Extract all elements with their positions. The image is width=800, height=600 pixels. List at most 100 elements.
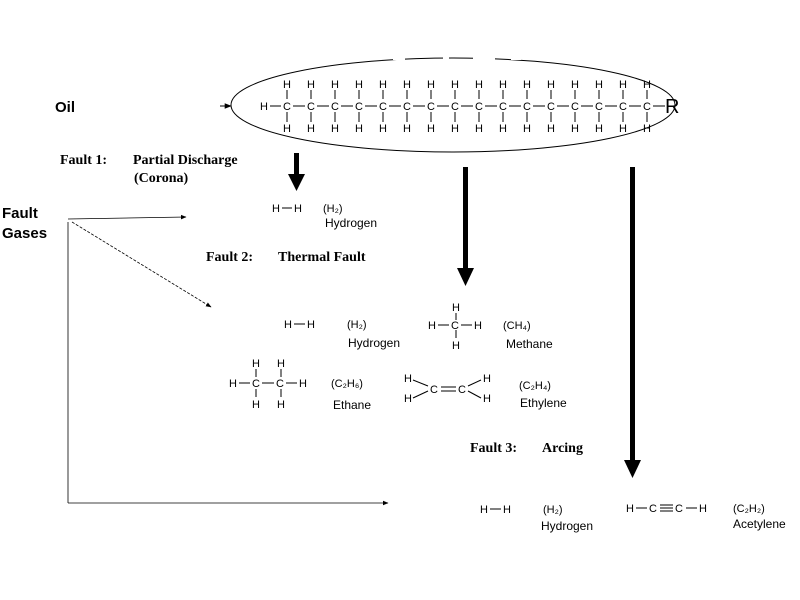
- connector-to-fault1: [67, 214, 187, 220]
- svg-text:H: H: [404, 393, 412, 405]
- fault2-ethane-formula: (C₂H₆): [331, 378, 363, 390]
- svg-text:H: H: [284, 319, 292, 331]
- chain-hydrogen-atom: H: [643, 123, 651, 135]
- fault2-methane-formula: (CH₄): [503, 320, 531, 332]
- chain-hydrogen-atom: H: [283, 79, 291, 91]
- fault-gases-connectors: [67, 214, 389, 506]
- chain-hydrogen-atom: H: [379, 79, 387, 91]
- svg-text:H: H: [307, 319, 315, 331]
- svg-text:C: C: [675, 503, 683, 515]
- fault3-name: Arcing: [542, 441, 583, 456]
- svg-text:H: H: [277, 358, 285, 370]
- svg-text:H: H: [626, 503, 634, 515]
- fault2-name: Thermal Fault: [278, 250, 366, 265]
- chain-hydrogen-atom: H: [355, 79, 363, 91]
- chain-hydrogen-atom: H: [379, 123, 387, 135]
- ellipse-gap: [511, 54, 521, 60]
- fault2-hydrogen-formula: (H₂): [347, 319, 367, 331]
- chain-carbon-atom: C: [379, 101, 387, 113]
- chain-hydrogen-atom: H: [547, 79, 555, 91]
- fault1-hydrogen-name: Hydrogen: [325, 216, 377, 230]
- fault2-methane-structure: H H C H H: [428, 302, 482, 352]
- svg-text:H: H: [480, 504, 488, 516]
- chain-hydrogen-atom: H: [307, 123, 315, 135]
- fault-gases-label-line2: Gases: [2, 225, 47, 242]
- chain-hydrogen-atom: H: [571, 79, 579, 91]
- chain-hydrogen-atom: H: [283, 123, 291, 135]
- fault3-acetylene-structure: H C C H: [626, 503, 707, 515]
- chain-hydrogen-atom: H: [475, 79, 483, 91]
- chain-carbon-atom: C: [403, 101, 411, 113]
- fault3-down-arrow: [624, 167, 641, 478]
- chain-hydrogen-atom: H: [331, 123, 339, 135]
- chain-hydrogen-atom: H: [643, 79, 651, 91]
- chain-carbon-atom: C: [499, 101, 507, 113]
- fault1-name-line1: Partial Discharge: [133, 153, 238, 168]
- fault2-hydrogen-name: Hydrogen: [348, 336, 400, 350]
- chain-carbon-atom: C: [523, 101, 531, 113]
- chain-hydrogen-atom: H: [619, 123, 627, 135]
- chain-hydrogen-atom: H: [619, 79, 627, 91]
- svg-text:H: H: [252, 399, 260, 411]
- fault3-hydrogen-name: Hydrogen: [541, 519, 593, 533]
- chain-hydrogen-atom: H: [595, 79, 603, 91]
- chain-hydrogen-atom: H: [547, 123, 555, 135]
- chain-carbon-atom: C: [427, 101, 435, 113]
- svg-text:C: C: [252, 378, 260, 390]
- fault2-hydrogen-structure: H H: [284, 319, 315, 331]
- chain-carbon-atom: C: [475, 101, 483, 113]
- svg-text:H: H: [428, 320, 436, 332]
- svg-text:H: H: [294, 203, 302, 215]
- fault2-ethylene-structure: H H C C H H: [404, 373, 491, 405]
- svg-text:C: C: [649, 503, 657, 515]
- chain-hydrogen-atom: H: [427, 123, 435, 135]
- chain-hydrogen-atom: H: [403, 123, 411, 135]
- chain-carbon-atom: C: [331, 101, 339, 113]
- chain-hydrogen-atom: H: [499, 79, 507, 91]
- fault2-methane-name: Methane: [506, 337, 553, 351]
- svg-text:H: H: [277, 399, 285, 411]
- fault3-title: Fault 3:: [470, 441, 517, 456]
- connector-to-fault2: [71, 221, 212, 308]
- svg-text:H: H: [474, 320, 482, 332]
- svg-text:H: H: [452, 340, 460, 352]
- fault2-down-arrow: [457, 167, 474, 286]
- oil-molecule-ellipse: [230, 57, 676, 153]
- fault-gases-label-line1: Fault: [2, 205, 38, 222]
- fault3-acetylene-formula: (C₂H₂): [733, 503, 765, 515]
- chain-hydrogen-atom: H: [307, 79, 315, 91]
- svg-text:H: H: [483, 393, 491, 405]
- chain-hydrogen-atom: H: [475, 123, 483, 135]
- fault2-ethylene-name: Ethylene: [520, 396, 567, 410]
- chain-hydrogen-atom: H: [260, 101, 268, 113]
- chain-hydrogen-atom: H: [403, 79, 411, 91]
- chain-carbon-atom: C: [595, 101, 603, 113]
- ellipse-gap: [393, 54, 405, 60]
- svg-text:H: H: [272, 203, 280, 215]
- chain-hydrogen-atom: H: [355, 123, 363, 135]
- ellipse-gap: [473, 54, 495, 60]
- svg-text:H: H: [229, 378, 237, 390]
- svg-text:H: H: [699, 503, 707, 515]
- chain-carbon-atom: C: [643, 101, 651, 113]
- fault3-hydrogen-structure: H H: [480, 504, 511, 516]
- fault2-title: Fault 2:: [206, 250, 253, 265]
- fault2-ethylene-formula: (C₂H₄): [519, 380, 551, 392]
- chain-carbon-atom: C: [283, 101, 291, 113]
- oil-label: Oil: [55, 99, 75, 116]
- chain-hydrogen-atom: H: [499, 123, 507, 135]
- fault2-section: Fault 2: Thermal Fault H H (H₂) Hydrogen…: [206, 250, 567, 412]
- chain-hydrogen-atom: H: [523, 79, 531, 91]
- svg-text:H: H: [299, 378, 307, 390]
- chain-hydrogen-atom: H: [331, 79, 339, 91]
- chain-hydrogen-atom: H: [595, 123, 603, 135]
- svg-text:H: H: [404, 373, 412, 385]
- svg-text:C: C: [276, 378, 284, 390]
- chain-carbon-atom: C: [355, 101, 363, 113]
- fault1-hydrogen-structure: H H: [272, 203, 302, 215]
- svg-text:H: H: [483, 373, 491, 385]
- fault1-name-line2: (Corona): [134, 171, 189, 186]
- chain-hydrogen-atom: H: [451, 79, 459, 91]
